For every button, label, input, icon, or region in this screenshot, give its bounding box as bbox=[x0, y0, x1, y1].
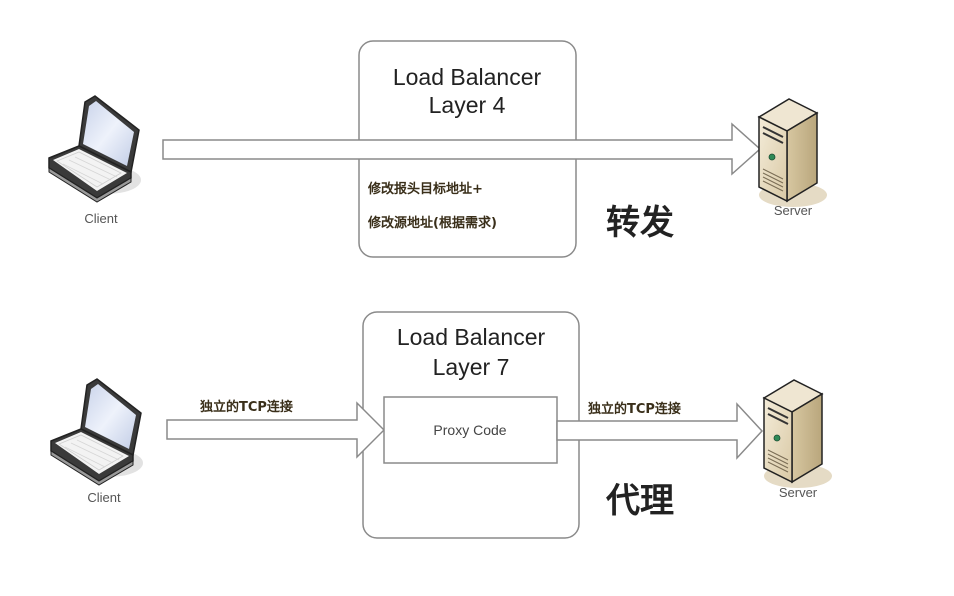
layer7-title-line1: Load Balancer bbox=[397, 324, 546, 350]
forward-mode-label: 转发 bbox=[606, 203, 674, 243]
layer4-section: Load Balancer Layer 4 修改报头目标地址+ 修改源地址(根据… bbox=[48, 40, 828, 258]
left-tcp-connection-label: 独立的TCP连接 bbox=[200, 399, 293, 415]
proxy-code-label: Proxy Code bbox=[433, 422, 506, 438]
layer4-note-line1: 修改报头目标地址+ bbox=[367, 181, 483, 197]
proxy-to-server-arrow bbox=[556, 402, 764, 460]
client-label: Client bbox=[84, 211, 118, 226]
layer7-section: Load Balancer Layer 7 Proxy Code 独立的TCP连… bbox=[50, 311, 833, 539]
client-label: Client bbox=[87, 490, 121, 505]
proxy-mode-label: 代理 bbox=[605, 481, 674, 521]
layer4-note-line2: 修改源地址(根据需求) bbox=[367, 215, 497, 231]
server-label: Server bbox=[774, 203, 813, 218]
server-icon bbox=[763, 379, 833, 489]
right-tcp-connection-label: 独立的TCP连接 bbox=[588, 401, 681, 417]
client-to-proxy-arrow bbox=[166, 401, 386, 459]
layer4-title-line2: Layer 4 bbox=[429, 92, 506, 118]
layer7-title-line2: Layer 7 bbox=[433, 354, 510, 380]
server-label: Server bbox=[779, 485, 818, 500]
layer4-title-line1: Load Balancer bbox=[393, 64, 542, 90]
server-icon bbox=[758, 98, 828, 208]
client-laptop-icon bbox=[50, 378, 144, 486]
proxy-code-box bbox=[383, 396, 558, 464]
forward-arrow bbox=[162, 122, 762, 176]
client-laptop-icon bbox=[48, 95, 142, 203]
